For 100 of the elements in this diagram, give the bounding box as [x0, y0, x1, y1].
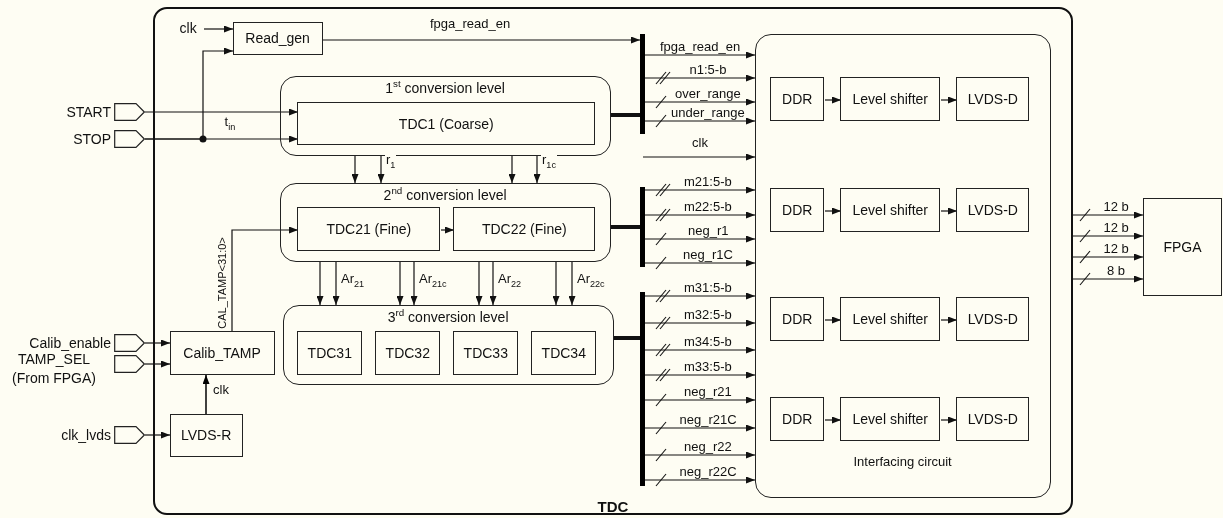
input-port: clk_lvds — [40, 426, 145, 444]
module-title: TDC — [597, 498, 629, 515]
group-title: 3$^{rd}$ conversion level — [387, 308, 509, 325]
group-title: Interfacing circuit — [853, 453, 952, 469]
block-box: Level shifter — [840, 77, 941, 122]
arrow — [940, 96, 958, 104]
arrow — [332, 261, 340, 306]
block-box: TDC31 — [297, 331, 363, 376]
block-box: TDC32 — [375, 331, 441, 376]
edge-label: t$_{in}$ — [223, 115, 237, 129]
arrow — [644, 259, 756, 267]
block-box: TDC34 — [531, 331, 597, 376]
arrow — [644, 292, 756, 300]
block-box: TDC21 (Fine) — [297, 207, 441, 252]
edge-label: m32:5-b — [683, 308, 733, 322]
input-port: START — [40, 103, 145, 121]
block-box: LVDS-D — [956, 188, 1030, 233]
arrow — [203, 25, 234, 33]
block-box: Level shifter — [840, 297, 941, 342]
bus-bar — [639, 291, 645, 486]
edge-label: m33:5-b — [683, 360, 733, 374]
edge-label: neg_r21 — [683, 385, 733, 399]
arrow — [410, 261, 418, 306]
block-box: TDC33 — [453, 331, 519, 376]
edge-label: 8 b — [1106, 264, 1127, 278]
edge-label: m21:5-b — [683, 175, 733, 189]
block-box: LVDS-D — [956, 297, 1030, 342]
arrow — [644, 235, 756, 243]
arrow — [489, 261, 497, 306]
bus-connector — [611, 113, 640, 117]
group-frame — [754, 33, 1051, 498]
arrow — [940, 207, 958, 215]
arrow — [351, 155, 359, 184]
arrow — [644, 396, 756, 404]
edge-label: 12 b — [1102, 221, 1130, 235]
arrow — [1072, 232, 1144, 240]
edge-label: m31:5-b — [683, 281, 733, 295]
arrow — [568, 261, 576, 306]
edge-label: neg_r22C — [678, 465, 738, 479]
edge-label: Ar$_{21}$ — [340, 272, 366, 286]
edge-label: neg_r21C — [678, 413, 738, 427]
edge-label: m22:5-b — [683, 200, 733, 214]
arrow — [377, 155, 385, 184]
arrow — [1072, 275, 1144, 283]
edge-label: 12 b — [1102, 200, 1130, 214]
group-frame — [282, 304, 614, 385]
arrow — [824, 207, 842, 215]
block-box: LVDS-D — [956, 77, 1030, 122]
arrow — [231, 226, 299, 332]
arrow — [144, 339, 171, 347]
edge-label: neg_r1C — [682, 248, 734, 262]
arrow — [644, 451, 756, 459]
edge-label: n1:5-b — [688, 63, 728, 77]
edge-label: Ar$_{22c}$ — [576, 272, 606, 286]
arrow — [644, 371, 756, 379]
bus-bar — [639, 33, 645, 134]
input-port: TAMP_SEL (From FPGA) — [4, 350, 145, 390]
arrow — [824, 96, 842, 104]
arrow — [644, 51, 756, 59]
arrow — [322, 36, 641, 44]
arrow — [1072, 211, 1144, 219]
arrow — [144, 108, 299, 116]
arrow — [644, 211, 756, 219]
arrow — [144, 431, 171, 439]
arrow — [644, 117, 756, 125]
edge-label: Ar$_{21c}$ — [418, 272, 448, 286]
edge-label: fpga_read_en — [659, 40, 742, 54]
arrow — [552, 261, 560, 306]
edge-label: clk — [212, 383, 230, 397]
block-box: DDR — [770, 297, 825, 342]
arrow — [316, 261, 324, 306]
block-box: LVDS-D — [956, 397, 1030, 442]
block-box: Level shifter — [840, 397, 941, 442]
module-frame — [153, 7, 1073, 515]
bus-bar — [639, 186, 645, 267]
bus-connector — [611, 225, 640, 229]
arrow — [144, 360, 171, 368]
arrow — [1072, 253, 1144, 261]
arrow — [940, 316, 958, 324]
arrow — [644, 346, 756, 354]
block-box: Read_gen — [232, 21, 323, 55]
edge-label: fpga_read_en — [429, 17, 512, 31]
group-frame — [279, 75, 611, 156]
arrow — [475, 261, 483, 306]
arrow — [644, 186, 756, 194]
arrow — [644, 74, 756, 82]
edge-label: Ar$_{22}$ — [497, 272, 523, 286]
arrow — [940, 416, 958, 424]
arrow — [824, 416, 842, 424]
group-title: 1$^{st}$ conversion level — [385, 79, 505, 96]
block-box: DDR — [770, 397, 825, 442]
signal-name: clk — [179, 19, 204, 38]
block-box: LVDS-R — [169, 413, 243, 457]
block-box: DDR — [770, 77, 825, 122]
group-title: 2$^{nd}$ conversion level — [383, 186, 507, 203]
bus-connector — [614, 336, 640, 340]
arrow — [396, 261, 404, 306]
arrow — [508, 155, 516, 184]
arrow — [440, 226, 455, 234]
arrow — [144, 47, 234, 140]
